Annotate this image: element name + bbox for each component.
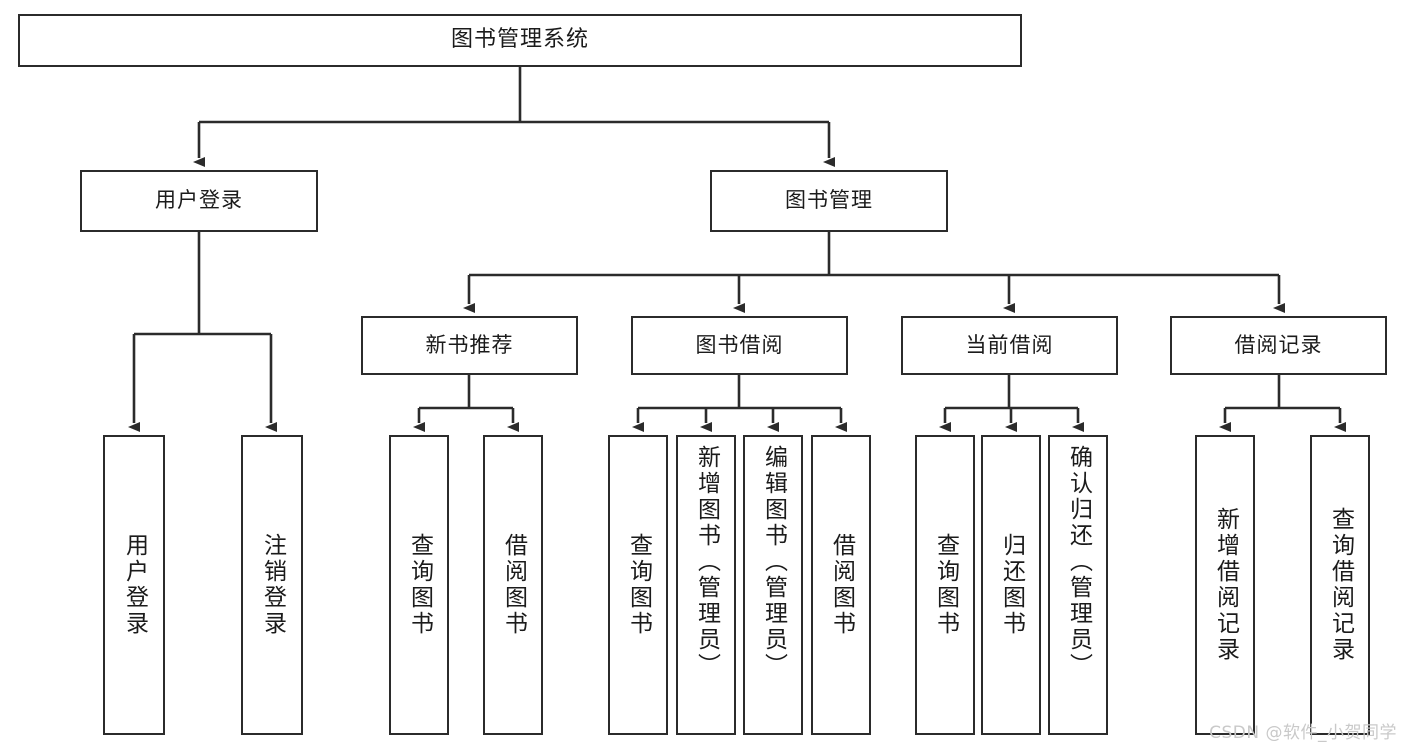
leaf-new-book-query[interactable]: 查询图书 <box>389 435 449 735</box>
leaf-book-borrow-edit[interactable]: 编辑图书（管理员） <box>743 435 803 735</box>
node-label: 确认归还（管理员） <box>1065 445 1092 679</box>
node-label: 归还图书 <box>998 533 1025 637</box>
node-label: 新增图书（管理员） <box>693 445 720 679</box>
leaf-book-borrow-borrow[interactable]: 借阅图书 <box>811 435 871 735</box>
node-current-borrow[interactable]: 当前借阅 <box>901 316 1118 375</box>
leaf-user-login-login[interactable]: 用户登录 <box>103 435 165 735</box>
node-label: 用户登录 <box>121 533 148 637</box>
node-label: 查询借阅记录 <box>1327 507 1354 663</box>
leaf-book-borrow-query[interactable]: 查询图书 <box>608 435 668 735</box>
node-label: 编辑图书（管理员） <box>760 445 787 679</box>
leaf-current-borrow-query[interactable]: 查询图书 <box>915 435 975 735</box>
leaf-new-book-borrow[interactable]: 借阅图书 <box>483 435 543 735</box>
node-label: 借阅记录 <box>1234 332 1323 357</box>
node-label: 新增借阅记录 <box>1212 507 1239 663</box>
leaf-user-login-logout[interactable]: 注销登录 <box>241 435 303 735</box>
node-label: 借阅图书 <box>828 533 855 637</box>
leaf-current-borrow-confirm-return[interactable]: 确认归还（管理员） <box>1048 435 1108 735</box>
leaf-current-borrow-return[interactable]: 归还图书 <box>981 435 1041 735</box>
node-label: 借阅图书 <box>500 533 527 637</box>
node-book-management[interactable]: 图书管理 <box>710 170 948 232</box>
leaf-book-borrow-add[interactable]: 新增图书（管理员） <box>676 435 736 735</box>
node-label: 图书借阅 <box>695 332 784 357</box>
node-user-login[interactable]: 用户登录 <box>80 170 318 232</box>
node-label: 当前借阅 <box>965 332 1054 357</box>
node-label: 查询图书 <box>406 533 433 637</box>
node-label: 注销登录 <box>259 533 286 637</box>
node-borrow-record[interactable]: 借阅记录 <box>1170 316 1387 375</box>
node-book-borrow[interactable]: 图书借阅 <box>631 316 848 375</box>
node-label: 查询图书 <box>932 533 959 637</box>
node-label: 查询图书 <box>625 533 652 637</box>
leaf-borrow-record-add[interactable]: 新增借阅记录 <box>1195 435 1255 735</box>
node-root-system[interactable]: 图书管理系统 <box>18 14 1022 67</box>
node-label: 图书管理系统 <box>450 27 589 53</box>
node-label: 新书推荐 <box>425 332 514 357</box>
node-label: 图书管理 <box>785 188 873 213</box>
leaf-borrow-record-query[interactable]: 查询借阅记录 <box>1310 435 1370 735</box>
node-label: 用户登录 <box>155 188 243 213</box>
node-new-book-recommend[interactable]: 新书推荐 <box>361 316 578 375</box>
